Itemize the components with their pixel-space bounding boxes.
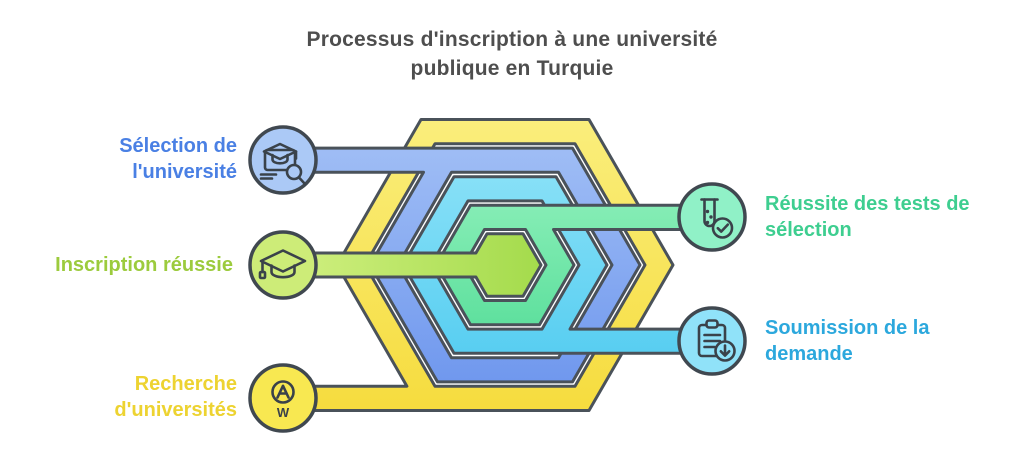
clipboard-download-icon <box>697 319 736 362</box>
graduation-cap-icon <box>258 249 307 280</box>
step-circle-recherche: W <box>248 363 318 433</box>
page-title: Processus d'inscription à une université… <box>306 28 718 80</box>
university-search-icon <box>259 142 307 186</box>
step-circle-inscription <box>248 230 318 300</box>
step-circle-selection <box>248 125 318 195</box>
label-soumission-demande: Soumission de la demande <box>765 317 930 365</box>
step-circle-reussite <box>677 182 747 252</box>
step-circle-soumission <box>677 306 747 376</box>
label-reussite-tests: Réussite des tests de sélection <box>765 193 970 241</box>
compass-letter: W <box>277 405 290 420</box>
label-inscription-reussie: Inscription réussie <box>55 254 233 276</box>
label-recherche-universites: Recherche d'universités <box>114 373 237 421</box>
label-selection-universite: Sélection de l'université <box>119 135 237 183</box>
test-tube-check-icon <box>700 198 734 239</box>
compass-icon: W <box>271 380 295 420</box>
